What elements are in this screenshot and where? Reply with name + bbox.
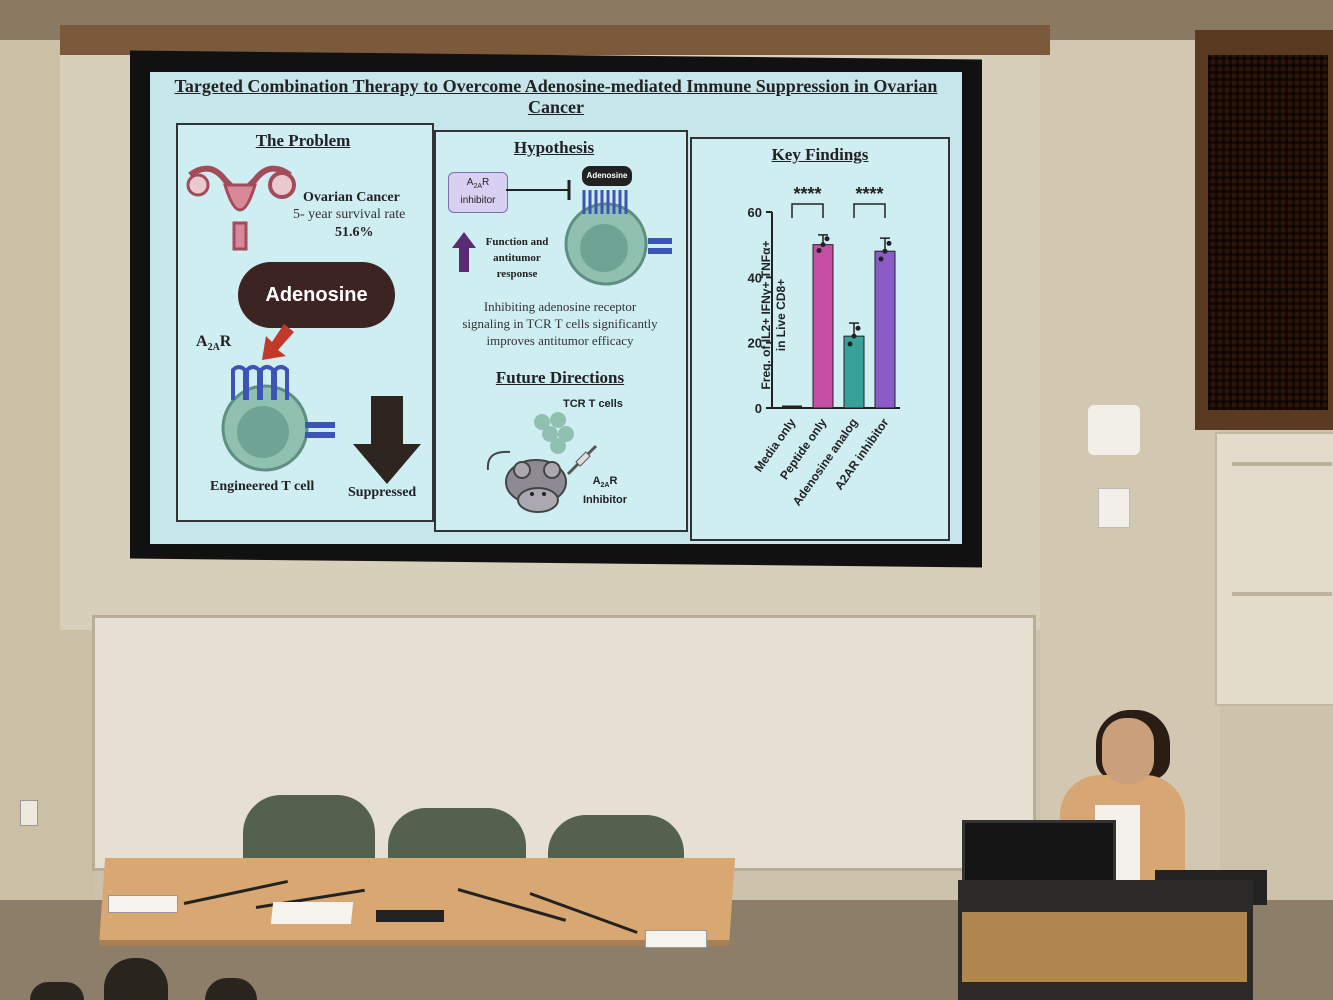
adenosine-pill: Adenosine: [238, 262, 395, 328]
bar: [874, 250, 896, 409]
suppressed-arrow-icon: [353, 396, 421, 484]
receptor-icon: [231, 365, 289, 400]
cabinet-handle: [1232, 592, 1332, 596]
y-tick-label: 60: [748, 205, 762, 220]
ovarian-cancer-label: Ovarian Cancer: [303, 190, 400, 205]
receptor-icon: [582, 190, 628, 214]
audience-head: [205, 978, 257, 1000]
data-point: [847, 341, 853, 347]
paper-sheet: [270, 902, 354, 924]
hypothesis-statement: Inhibiting adenosine receptor signaling …: [462, 299, 658, 348]
future-heading: Future Directions: [495, 368, 625, 387]
uterus-icon: [186, 165, 296, 251]
data-point: [820, 242, 826, 248]
y-tick-label: 0: [755, 401, 762, 416]
significance-label: ****: [855, 184, 883, 204]
audience-head: [104, 958, 168, 1000]
up-arrow-icon: [452, 232, 476, 272]
syringe-icon: [566, 444, 598, 476]
wall-cabinet: [1215, 432, 1333, 706]
data-point: [851, 333, 857, 339]
significance-bracket: [853, 203, 886, 218]
down-arrow-icon: [262, 324, 294, 360]
data-point: [878, 256, 884, 262]
presenter-face: [1102, 718, 1154, 784]
adenosine-badge: Adenosine: [582, 166, 632, 186]
a2ar-label: A2AR: [196, 333, 232, 354]
table-port: [376, 910, 444, 922]
survival-value: 51.6%: [335, 225, 374, 240]
y-tick-label: 20: [748, 336, 762, 351]
wood-trim: [60, 25, 1050, 55]
survival-label: 5- year survival rate: [293, 207, 406, 222]
inhibition-line-icon: [506, 180, 571, 200]
bar: [812, 244, 834, 409]
a2ar-inhibitor-box: A2AR inhibitor: [448, 172, 508, 213]
significance-label: ****: [793, 184, 821, 204]
podium-front: [962, 912, 1247, 982]
data-point: [886, 240, 892, 246]
wall-outlet: [20, 800, 38, 826]
significance-bracket: [791, 203, 824, 218]
suppressed-label: Suppressed: [348, 485, 417, 500]
speaker-grill-mesh: [1208, 55, 1328, 410]
tcr-cells-icon: [534, 412, 574, 454]
tcr-label: TCR T cells: [563, 398, 623, 410]
audience-head: [30, 982, 84, 1000]
mouse-icon: [486, 450, 567, 513]
wall-sensor: [1088, 405, 1140, 455]
hypothesis-heading: Hypothesis: [513, 138, 595, 157]
t-cell-icon: [564, 190, 672, 286]
bar: [843, 335, 865, 409]
name-card: [645, 930, 707, 948]
function-label: Function and antitumor response: [485, 236, 549, 280]
data-point: [855, 325, 861, 331]
findings-heading: Key Findings: [771, 145, 869, 164]
data-point: [816, 248, 822, 254]
data-point: [824, 236, 830, 242]
t-cell-icon: [221, 365, 335, 472]
name-card: [108, 895, 178, 913]
future-inhibitor-label: A2AR Inhibitor: [583, 475, 627, 507]
wall-speaker: [1098, 488, 1130, 528]
cabinet-handle: [1232, 462, 1332, 466]
y-tick-label: 40: [748, 270, 762, 285]
slide-title: Targeted Combination Therapy to Overcome…: [174, 76, 938, 117]
engineered-label: Engineered T cell: [210, 479, 315, 494]
data-point: [882, 248, 888, 254]
problem-heading: The Problem: [255, 131, 351, 150]
